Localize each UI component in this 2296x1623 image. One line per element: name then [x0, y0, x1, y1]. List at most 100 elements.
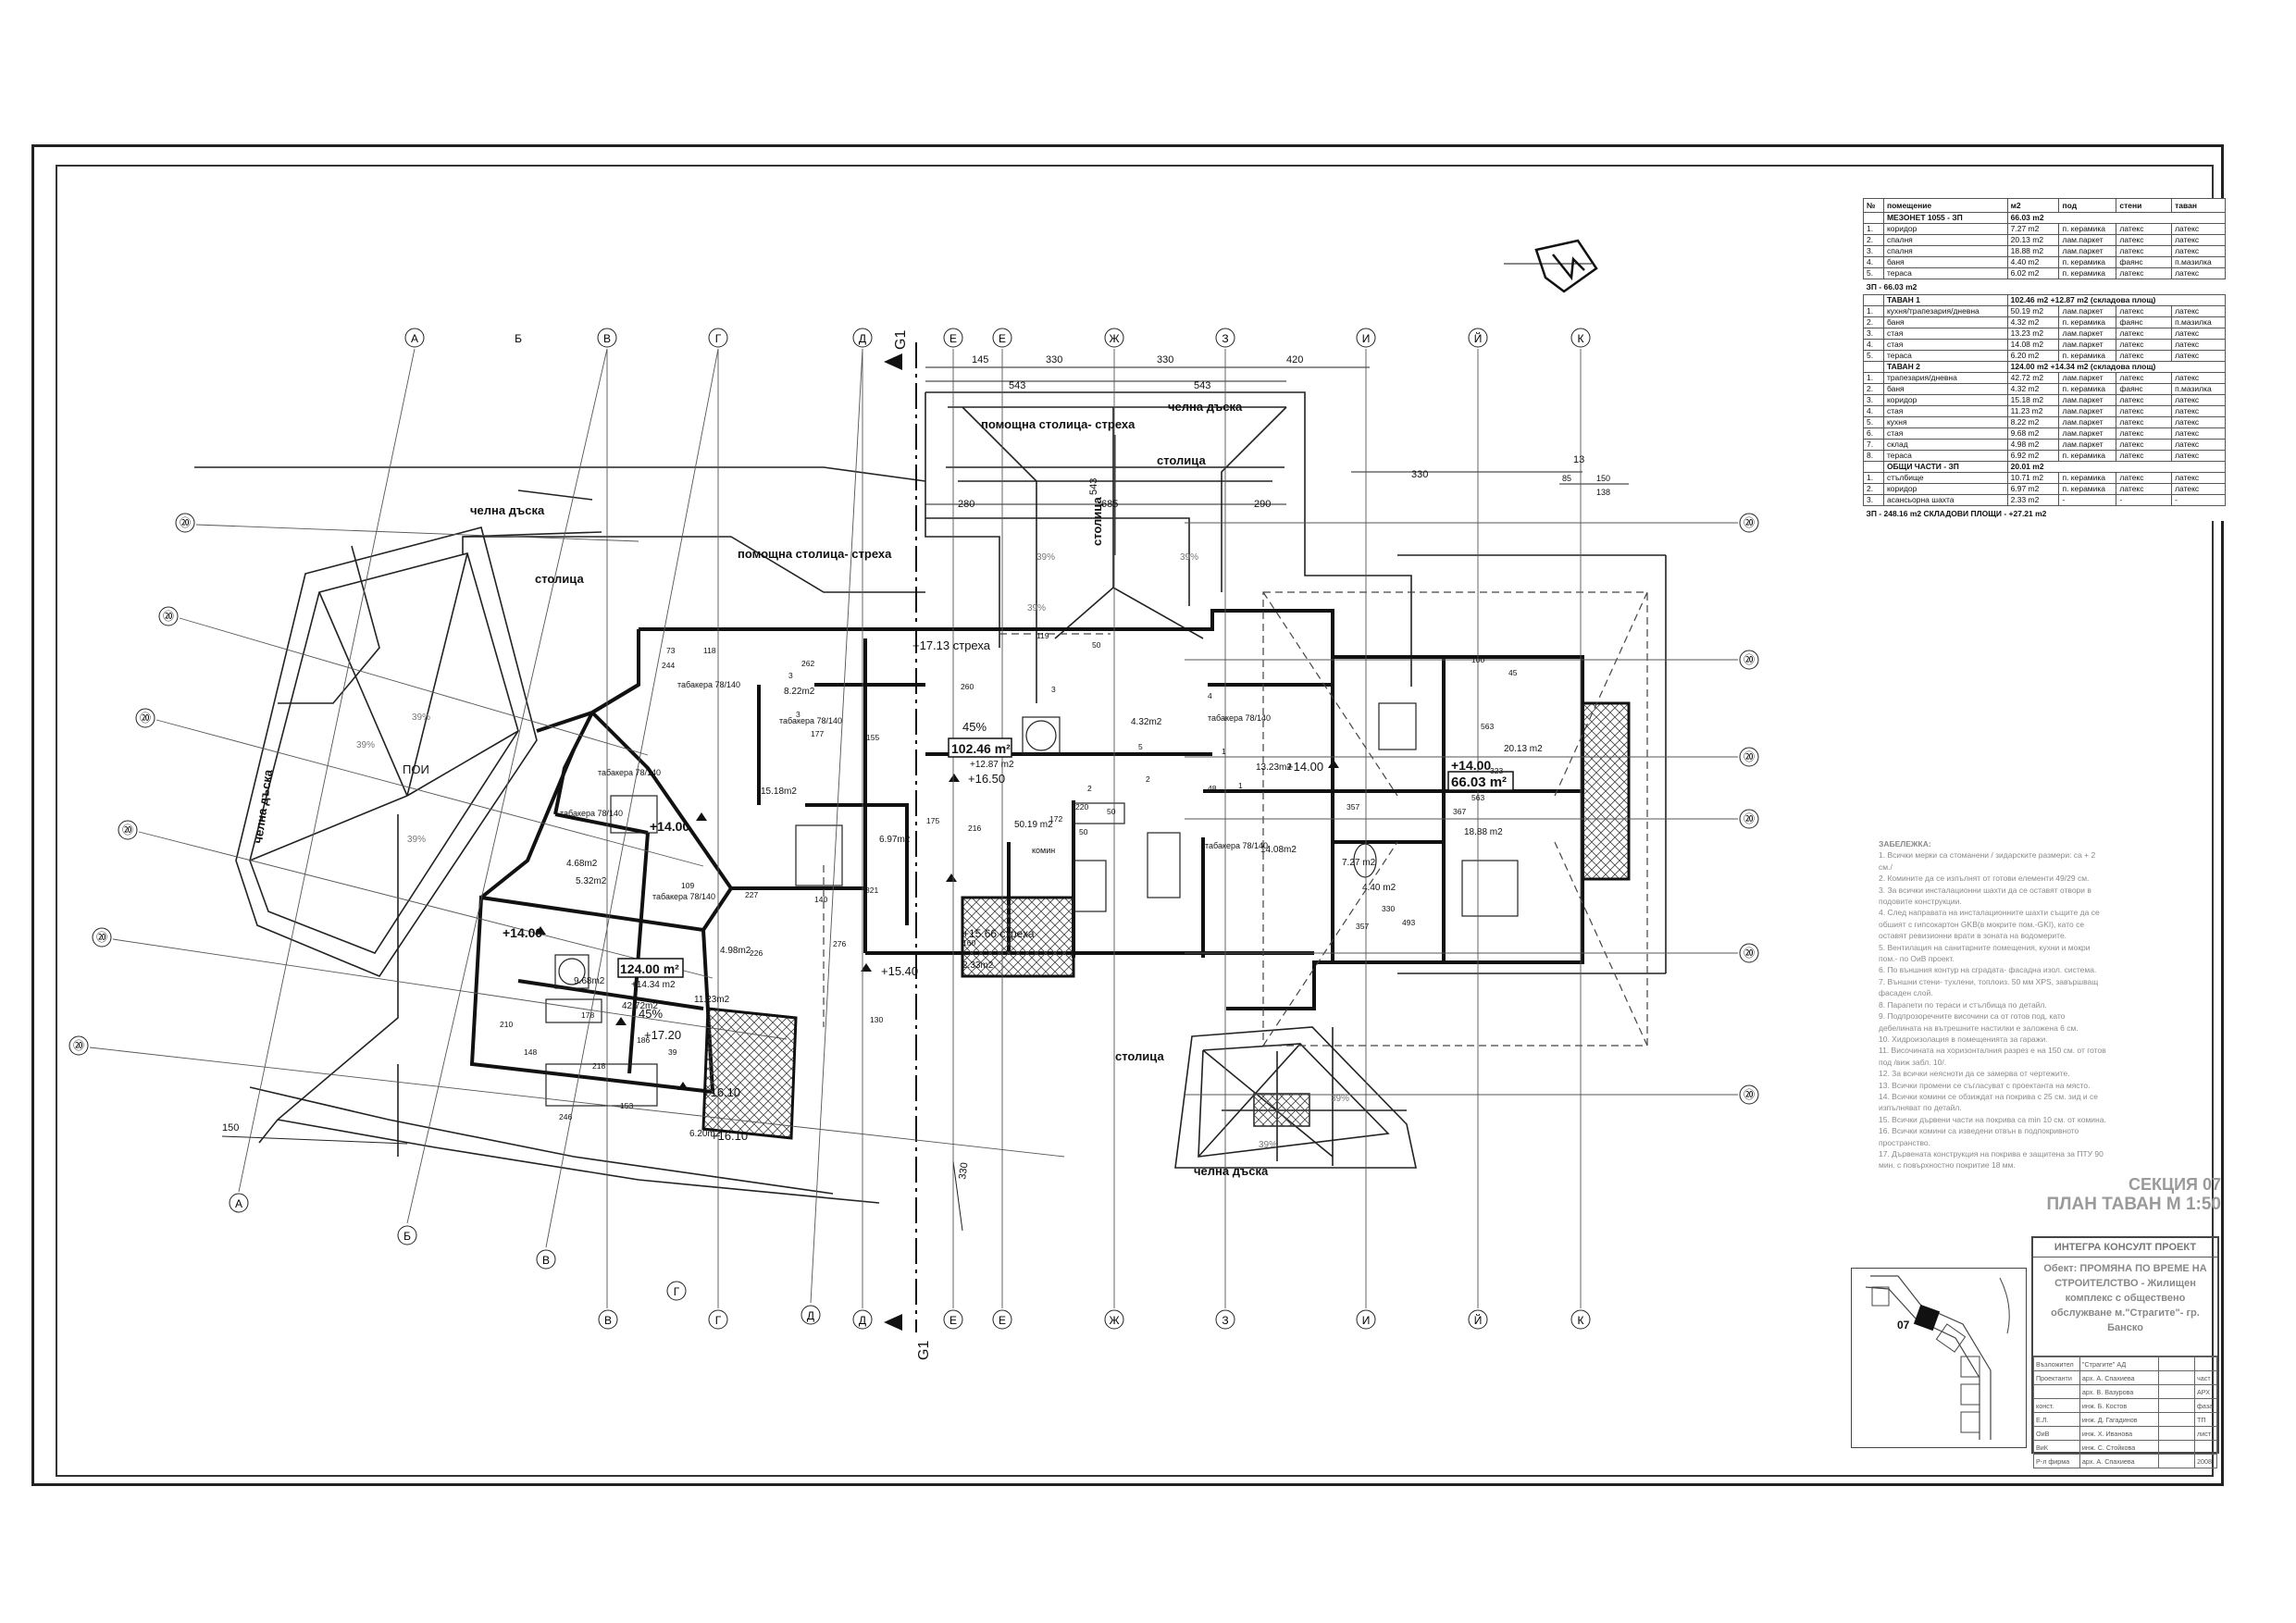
small-dimension: 153 [620, 1101, 633, 1110]
svg-text:табакера 78/140: табакера 78/140 [1208, 713, 1271, 723]
svg-text:Е: Е [999, 332, 1006, 345]
plan-annotations: G1 G1 челна дъска челна дъска челна дъск… [222, 330, 1610, 1360]
axis-labels-skew: А Б В Г Д [229, 1193, 821, 1325]
stair-core-hatch [961, 896, 1075, 978]
key-plan: 07 [1851, 1268, 2027, 1448]
axis-line [238, 348, 416, 1193]
svg-text:Б: Б [515, 332, 522, 345]
svg-text:Й: Й [1474, 331, 1483, 345]
svg-text:13.23m2: 13.23m2 [1256, 762, 1292, 773]
svg-text:И: И [1362, 1314, 1371, 1327]
svg-text:Е: Е [999, 1314, 1006, 1327]
note-item: 1. Всички мерки са стоманени / зидарскит… [1879, 850, 2096, 872]
eave-elevation: +17.13 стреха [912, 638, 991, 652]
walls-central [553, 609, 1334, 1010]
axis-bubble: В [598, 1309, 618, 1330]
note-item: 4. След направата на инсталационните шах… [1879, 908, 2100, 941]
svg-text:Д: Д [807, 1309, 814, 1322]
apartment-area: 124.00 m² [620, 961, 679, 976]
roof-west-wing [194, 466, 926, 1204]
svg-text:330: 330 [1046, 354, 1062, 365]
svg-text:39%: 39% [1180, 552, 1198, 563]
north-arrow-icon [1504, 239, 1598, 293]
svg-text:табакера 78/140: табакера 78/140 [560, 809, 623, 818]
notes-list: 1. Всички мерки са стоманени / зидарскит… [1879, 849, 2110, 1171]
small-dimension: 2 [1146, 774, 1150, 784]
small-dimension: 50 [1107, 807, 1116, 816]
axis-bubble: Г [708, 1309, 728, 1330]
svg-text:330: 330 [1411, 469, 1428, 480]
svg-text:4.68m2: 4.68m2 [566, 859, 598, 869]
axis-bubble: Д [852, 1309, 873, 1330]
note-item: 9. Подпрозоречните височини са от готов … [1879, 1011, 2079, 1033]
axis-bubble: ⑳ [1739, 747, 1759, 767]
svg-text:табакера 78/140: табакера 78/140 [598, 768, 661, 777]
small-dimension: 172 [1049, 814, 1062, 824]
title-block-row: Възложител"Страгите" АД [2033, 1357, 2217, 1371]
svg-text:⑳: ⑳ [1744, 653, 1755, 666]
purlin-label: столица [1115, 1049, 1164, 1063]
svg-text:В: В [604, 1314, 612, 1327]
axis-bubble: А [404, 328, 425, 348]
dimension-texts: 145 330 330 420 543 543 280 290 685 543 … [222, 354, 1610, 1180]
axis-bubble: Ж [1104, 328, 1124, 348]
small-dimension: 226 [750, 948, 763, 958]
slope-labels: 45% 45% 39% 39% 39% 39% 39% 39% 39% 39% [356, 552, 1349, 1150]
svg-text:4.98m2: 4.98m2 [720, 946, 751, 956]
small-dimension: 5 [1138, 742, 1143, 751]
roof-hip-east-dashed [823, 591, 1648, 1047]
axis-gridlines [89, 348, 1738, 1308]
svg-text:Г: Г [674, 1285, 680, 1298]
small-dimension: 244 [662, 661, 675, 670]
company-name: ИНТЕГРА КОНСУЛТ ПРОЕКТ [2033, 1238, 2217, 1258]
svg-text:4.32m2: 4.32m2 [1131, 717, 1162, 727]
axis-bubble: Б [515, 332, 522, 345]
eave-label: помощна столица- стреха [738, 547, 892, 561]
small-dimension: 246 [559, 1112, 572, 1121]
axis-bubble: З [1215, 1309, 1235, 1330]
axis-line [112, 938, 788, 1040]
walls-west-apartment [469, 683, 865, 1095]
svg-text:А: А [411, 332, 418, 345]
svg-text:⑳: ⑳ [96, 931, 107, 944]
small-dimension: 260 [961, 682, 974, 691]
svg-text:⑳: ⑳ [122, 824, 133, 836]
dimension-lines [221, 366, 1629, 1232]
axis-labels-left: ⑳ ⑳ ⑳ ⑳ ⑳ ⑳ [68, 513, 195, 1056]
apartment-area: 102.46 m² [951, 741, 1011, 756]
note-item: 10. Хидроизолация в помещенията за гараж… [1879, 1034, 2048, 1044]
axis-bubble: ⑳ [1739, 943, 1759, 963]
svg-text:⑳: ⑳ [1744, 750, 1755, 763]
svg-text:11.23m2: 11.23m2 [694, 995, 730, 1005]
axis-labels-right: ⑳ ⑳ ⑳ ⑳ ⑳ ⑳ [1739, 513, 1759, 1105]
small-dimension: 216 [968, 824, 981, 833]
small-dimension: 155 [866, 733, 879, 742]
axis-bubble: ⑳ [1739, 650, 1759, 670]
svg-text:В: В [542, 1254, 550, 1267]
purlin-label: столица [1090, 497, 1104, 546]
small-dimension: 367 [1453, 807, 1466, 816]
svg-text:⑳: ⑳ [140, 712, 151, 725]
axis-bubble: Е [992, 1309, 1012, 1330]
apartment-area: 66.03 m² [1451, 774, 1507, 790]
small-dimension: 276 [833, 939, 846, 948]
title-block: ИНТЕГРА КОНСУЛТ ПРОЕКТ Обект: ПРОМЯНА ПО… [2031, 1236, 2219, 1468]
svg-text:543: 543 [1009, 380, 1025, 391]
small-dimension: 220 [1075, 802, 1088, 812]
